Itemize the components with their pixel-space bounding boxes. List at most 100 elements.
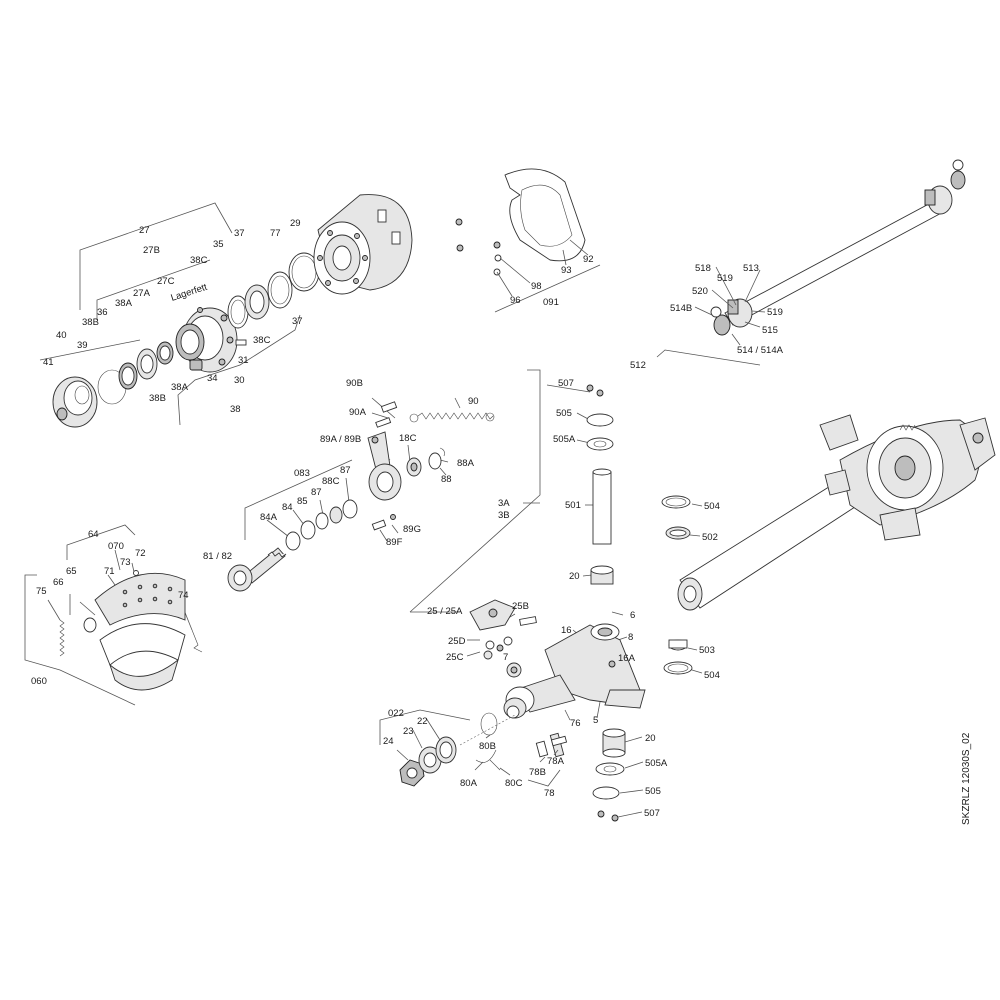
callout-98: 98 (531, 281, 542, 292)
callout-24: 24 (383, 736, 394, 747)
callout-504-top: 504 (704, 501, 720, 512)
callout-519-b: 519 (767, 307, 783, 318)
callout-88a: 88A (457, 458, 475, 469)
callout-84: 84 (282, 502, 293, 513)
callout-502: 502 (702, 532, 718, 543)
callout-514b: 514B (670, 303, 692, 314)
callout-96: 96 (510, 295, 521, 306)
return-spring-part (375, 401, 495, 428)
callout-505a-bot: 505A (645, 758, 668, 769)
callout-64: 64 (88, 529, 99, 540)
lower-bushing-part (592, 728, 626, 822)
callout-89f: 89F (386, 537, 403, 548)
callout-39: 39 (77, 340, 88, 351)
callout-27a: 27A (133, 288, 151, 299)
back-plate-part (455, 168, 586, 276)
callout-513: 513 (743, 263, 759, 274)
axle-rings-leaders (687, 503, 703, 674)
callout-30: 30 (234, 375, 245, 386)
callout-3b: 3B (498, 510, 510, 521)
callout-20-top: 20 (569, 571, 580, 582)
axle-rings-part (661, 495, 693, 675)
callout-25-25a: 25 / 25A (427, 606, 463, 617)
callout-38a-top: 38A (115, 298, 133, 309)
callout-89a-89b: 89A / 89B (320, 434, 361, 445)
callout-060: 060 (31, 676, 47, 687)
slack-adjuster-arm-part (367, 431, 445, 501)
callout-87-a: 87 (340, 465, 351, 476)
drawing-id: SKZRLZ 12030S_02 (961, 732, 972, 825)
callout-512: 512 (630, 360, 646, 371)
camshaft-part (227, 547, 287, 592)
seal-and-bolt-parts (475, 712, 568, 771)
brake-shoe-part (59, 570, 203, 691)
callout-507-bot: 507 (644, 808, 660, 819)
callout-501: 501 (565, 500, 581, 511)
callout-514-514a: 514 / 514A (737, 345, 784, 356)
callout-070: 070 (108, 541, 124, 552)
callout-90a: 90A (349, 407, 367, 418)
callout-519-a: 519 (717, 273, 733, 284)
callout-38: 38 (230, 404, 241, 415)
outer-bearing-group-part (379, 709, 516, 787)
callout-65: 65 (66, 566, 77, 577)
hub-group-brackets (39, 202, 601, 426)
callout-78b: 78B (529, 767, 546, 778)
callout-505a-top: 505A (553, 434, 576, 445)
callout-90: 90 (468, 396, 479, 407)
callout-5: 5 (593, 715, 598, 726)
seal-and-bolt-leaders (474, 734, 561, 787)
callout-37-mid: 37 (292, 316, 303, 327)
callout-022: 022 (388, 708, 404, 719)
callout-77: 77 (270, 228, 281, 239)
callout-93: 93 (561, 265, 572, 276)
callout-lagerfett: Lagerfett (170, 282, 209, 304)
callout-66: 66 (53, 577, 64, 588)
tie-rod-leaders (656, 266, 766, 366)
steering-knuckle-part (503, 623, 646, 719)
adjuster-washers-part (285, 499, 396, 551)
callout-503: 503 (699, 645, 715, 656)
callout-92: 92 (583, 254, 594, 265)
callout-89g: 89G (403, 524, 421, 535)
slack-adjuster-leaders (244, 397, 461, 542)
callout-20-bot: 20 (645, 733, 656, 744)
callout-80b: 80B (479, 741, 496, 752)
callout-40: 40 (56, 330, 67, 341)
callout-72: 72 (135, 548, 146, 559)
callout-88: 88 (441, 474, 452, 485)
wheel-hub-part (175, 307, 247, 373)
bearing-stack-part (118, 341, 174, 390)
axle-beam-part (677, 414, 996, 611)
back-plate-leaders (496, 239, 589, 297)
callout-27: 27 (139, 225, 150, 236)
shoe-lining-holes (122, 583, 173, 608)
callout-18c: 18C (399, 433, 417, 444)
callout-36: 36 (97, 307, 108, 318)
callout-22: 22 (417, 716, 428, 727)
callout-091: 091 (543, 297, 559, 308)
callout-73: 73 (120, 557, 131, 568)
callout-80c: 80C (505, 778, 523, 789)
brake-drum-part (313, 194, 413, 295)
hub-rings-part (227, 252, 320, 329)
callout-87-b: 87 (311, 487, 322, 498)
callout-38b-bot: 38B (149, 393, 166, 404)
brake-shoe-leaders (24, 524, 193, 706)
callout-34: 34 (207, 373, 218, 384)
callout-84a: 84A (260, 512, 278, 523)
callout-78: 78 (544, 788, 555, 799)
callout-90b: 90B (346, 378, 363, 389)
callout-23: 23 (403, 726, 414, 737)
callout-29: 29 (290, 218, 301, 229)
callout-8: 8 (628, 632, 633, 643)
callout-85: 85 (297, 496, 308, 507)
callout-515: 515 (762, 325, 778, 336)
callout-37-top: 37 (234, 228, 245, 239)
callout-38c-top: 38C (190, 255, 208, 266)
tie-rod-part (710, 159, 966, 336)
king-pin-part (586, 384, 614, 585)
callout-74: 74 (178, 590, 189, 601)
callout-71: 71 (104, 566, 115, 577)
